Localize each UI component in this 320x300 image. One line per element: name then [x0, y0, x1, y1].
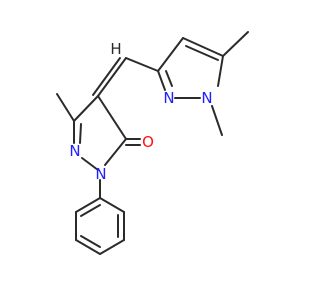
bond-c5p-c4	[97, 95, 127, 140]
bond-c4-c5-double	[185, 45, 219, 61]
atom-o-label: O	[142, 133, 154, 151]
bond-c5-n1	[217, 55, 224, 87]
bond-ch-c4-double-a	[97, 57, 127, 97]
bond-ph-6-1	[75, 197, 101, 213]
bond-n1-methyl	[211, 105, 223, 136]
bond-ph-6-1-double	[80, 204, 101, 217]
pyrazole-ring-bonds	[157, 31, 249, 136]
bond-ph-4-5-double	[80, 235, 101, 248]
pyrazolone-ring-bonds	[56, 93, 141, 199]
phenyl-ring-bonds	[75, 197, 125, 255]
bond-c3p-methyl	[56, 93, 75, 122]
bond-c3-ch	[125, 57, 159, 72]
atom-labels: H N N N N O	[69, 40, 212, 183]
atom-n-pyrazole-n1-label: N	[201, 89, 212, 107]
bond-c4-c5	[182, 37, 224, 57]
bond-ph-1-2	[99, 197, 125, 213]
atom-h-label: H	[110, 40, 121, 58]
bond-n1p-c5p	[104, 138, 127, 166]
bond-ch-c4-double-b	[92, 57, 121, 96]
bond-c3-c4	[157, 37, 184, 72]
bond-n2-c3	[157, 70, 166, 91]
atom-n-pyrazolone-n2-label: N	[69, 142, 80, 160]
bond-n2-c3-double	[165, 70, 173, 87]
bond-n2p-n1p	[81, 157, 99, 171]
bond-c3p-n2p-double	[79, 123, 82, 144]
methylidene-bridge-bonds	[92, 57, 159, 97]
bond-c5-methyl	[222, 31, 249, 57]
bond-ph-3-4	[99, 239, 125, 255]
atom-n-pyrazole-n2-label: N	[163, 89, 174, 107]
atom-n-pyrazolone-n1-label: N	[95, 165, 106, 183]
bond-c4-c3p	[73, 95, 99, 122]
molecule-structure-diagram: H N N N N O	[56, 31, 249, 255]
bond-ph-4-5	[75, 239, 101, 255]
